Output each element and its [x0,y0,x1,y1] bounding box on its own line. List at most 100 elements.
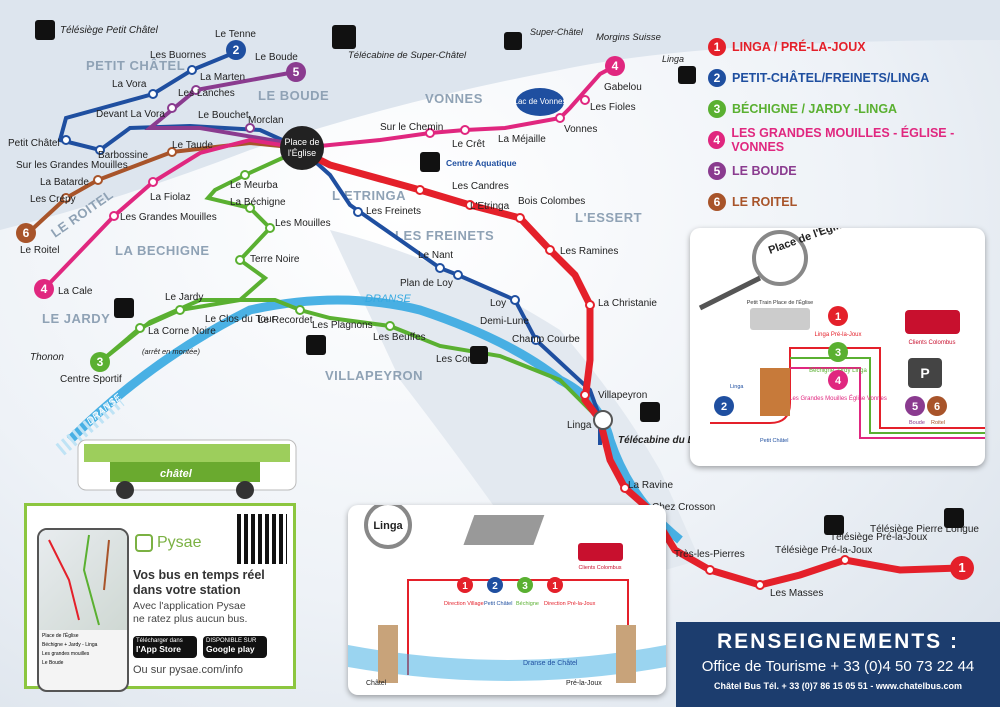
lake-icon [516,88,564,116]
chairlift-icon [944,508,964,528]
stop-dot[interactable] [705,565,715,575]
stop-dot[interactable] [235,255,245,265]
lift-icons [35,20,964,535]
stop-dot[interactable] [755,580,765,590]
stop-les-plagnons: Les Plagnons [312,320,373,331]
stop-dot[interactable] [245,203,255,213]
stop-dot[interactable] [95,145,105,155]
stop-dot[interactable] [515,213,525,223]
stop-dot[interactable] [187,65,197,75]
stop-dot[interactable] [93,175,103,185]
coach-icon [578,543,623,561]
legend-line-4[interactable]: 4 LES GRANDES MOUILLES - ÉGLISE - VONNES [708,126,1000,154]
stop-dot[interactable] [465,200,475,210]
stop-dot[interactable] [460,125,470,135]
place-eglise-hub[interactable] [280,126,324,170]
stop-gabelou: Gabelou [604,82,642,93]
stop-dot[interactable] [240,170,250,180]
inset-linga-diagram: Linga TÉLÉCABINE / SELF LIFT Clients Col… [348,501,666,687]
stop-dot[interactable] [840,555,850,565]
info-bus: Châtel Bus Tél. + 33 (0)7 86 15 05 51 - … [713,681,962,691]
stop-dot[interactable] [148,177,158,187]
legend-label-1: LINGA / PRÉ-LA-JOUX [732,40,866,54]
app-headline: Vos bus en temps réel dans votre station [133,568,265,597]
stop-dot[interactable] [415,185,425,195]
stop-dot[interactable] [191,85,201,95]
stop-dot[interactable] [61,193,71,203]
stop-labels: Le Tenne Les Buornes Le Boude La Vora La… [8,29,872,599]
chairlift-icon [504,32,522,50]
stop-plan-de-loy: Plan de Loy [400,278,453,289]
stop-le-clos-du-tour: Le Clos du Tour [205,314,276,325]
chairlift-icon [824,515,844,535]
stop-sur-le-chemin: Sur le Chemin [380,122,443,133]
stop-dot[interactable] [385,321,395,331]
stop-dot[interactable] [453,270,463,280]
legend-line-2[interactable]: 2 PETIT-CHÂTEL/FREINETS/LINGA [708,67,929,89]
stop-dot[interactable] [531,335,541,345]
legend-label-3: BÉCHIGNE / JARDY -LINGA [732,102,898,116]
inset-eglise-l1: Linga Pré-la-Joux [814,332,861,338]
lift-super-chatel: Super-Châtel [530,27,584,37]
terminus-5-num: 5 [293,65,300,79]
stop-dot[interactable] [620,483,630,493]
legend-line-1[interactable]: 1 LINGA / PRÉ-LA-JOUX [708,36,866,58]
stop-le-roitel: Le Roitel [20,245,59,256]
stop-la-vora: La Vora [112,79,147,90]
stop-dot[interactable] [545,245,555,255]
stop-dot[interactable] [353,207,363,217]
stop-dot[interactable] [435,263,445,273]
svg-text:1: 1 [462,581,468,592]
stop-dot[interactable] [245,123,255,133]
stop-dot[interactable] [61,135,71,145]
stop-terre-noire: Terre Noire [250,254,300,265]
stop-dot[interactable] [167,147,177,157]
stop-les-grandes-mouilles: Les Grandes Mouilles [120,212,217,223]
legend-label-5: LE BOUDE [732,164,797,178]
app-url[interactable]: Ou sur pysae.com/info [133,664,244,676]
stop-dot[interactable] [580,390,590,400]
area-vonnes: VONNES [425,91,483,106]
terminus-4-num: 4 [41,282,48,296]
stop-dot[interactable] [585,300,595,310]
legend-line-6[interactable]: 6 LE ROITEL [708,191,797,213]
stop-dot[interactable] [175,305,185,315]
svg-text:2: 2 [492,581,498,592]
bus-illustration: châtel [77,439,297,499]
stop-les-candres: Les Candres [452,181,509,192]
stop-dot[interactable] [555,113,565,123]
stop-dots-blue [61,65,541,345]
phone-item: Le Boude [42,660,64,666]
gondola-icon [332,25,356,49]
stop-la-christanie: La Christanie [598,298,657,309]
lift-morgins: Morgins Suisse [596,32,661,43]
stop-dot[interactable] [425,128,435,138]
inset-linga-dir-petit-chatel: Petit Châtel [484,601,512,607]
linga-hub[interactable] [593,410,613,430]
stop-les-corers: Les Corers [436,354,485,365]
stop-dot[interactable] [295,305,305,315]
phone-map [39,530,127,630]
line-4-path [42,64,616,291]
gondola-icon [640,402,660,422]
stop-dot[interactable] [265,223,275,233]
stop-dot[interactable] [167,103,177,113]
legend-line-3[interactable]: 3 BÉCHIGNE / JARDY -LINGA [708,98,897,120]
stop-dot[interactable] [109,211,119,221]
stop-dot[interactable] [148,89,158,99]
stop-le-tenne: Le Tenne [215,29,256,40]
google-play-button[interactable]: DISPONIBLE SUR Google play [203,636,267,658]
terminus-6-badge [16,223,36,243]
place-eglise-label-1: Place de [284,137,319,147]
app-body: Avec l'application Pysae ne ratez plus a… [133,600,248,625]
river-dranse-fade [55,394,125,456]
stop-l-etringa: L'Etringa [470,201,510,212]
stop-dot[interactable] [580,95,590,105]
stop-dot[interactable] [135,323,145,333]
stop-dot[interactable] [510,295,520,305]
legend-num-2: 2 [708,69,726,87]
qr-code[interactable] [237,514,287,564]
app-store-button[interactable]: Télécharger dans l'App Store [133,636,197,658]
legend-line-5[interactable]: 5 LE BOUDE [708,160,797,182]
legend-num-6: 6 [708,193,726,211]
